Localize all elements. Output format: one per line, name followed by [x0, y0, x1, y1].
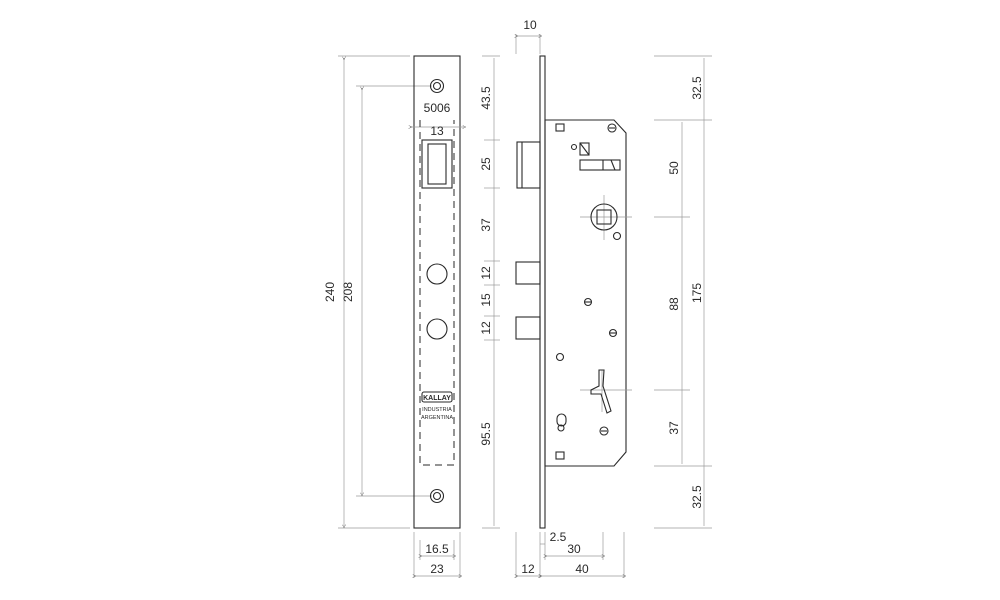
dim-latch-height: 25 — [479, 157, 493, 171]
dim-screw-spacing: 208 — [341, 282, 355, 302]
right-dimensions: 32.5 50 88 175 37 32.5 — [654, 55, 712, 529]
dim-r-cyl-to-bottom: 37 — [667, 421, 681, 435]
lock-side-view: 10 — [516, 18, 632, 578]
latch-opening — [421, 139, 453, 189]
logo-line-1: INDUSTRIA — [422, 407, 452, 413]
dim-bottom: 95.5 — [479, 422, 493, 446]
dim-latch-width: 13 — [430, 124, 444, 138]
bottom-screw-hole — [429, 488, 445, 504]
dim-latch-to-bolt: 37 — [479, 218, 493, 232]
dim-body-depth: 40 — [575, 562, 589, 576]
logo-line-2: ARGENTINA — [421, 415, 453, 421]
bolt-hole-lower — [426, 318, 448, 340]
faceplate-edge — [539, 55, 546, 529]
left-dimensions: 240 208 — [323, 55, 432, 529]
bolt-hole-upper — [426, 263, 448, 285]
dim-face-thickness: 12 — [521, 562, 535, 576]
dim-bolt1-height: 12 — [479, 266, 493, 280]
dim-r-spindle-to-cyl: 88 — [667, 297, 681, 311]
dim-r-bottom: 32.5 — [690, 485, 704, 509]
top-screw-hole — [429, 78, 445, 94]
deadbolt-lower — [515, 316, 541, 340]
spindle-hub — [590, 203, 618, 231]
dim-offset-small: 2.5 — [550, 530, 567, 544]
dim-bolt2-height: 12 — [479, 321, 493, 335]
cylinder-cam — [590, 369, 612, 414]
dim-r-latch-to-spindle: 50 — [667, 161, 681, 175]
latch-mechanism — [579, 159, 621, 171]
middle-dimensions: 43.5 25 37 12 15 12 95.5 — [479, 55, 500, 529]
dim-r-body: 175 — [690, 283, 704, 303]
dim-total-height: 240 — [323, 282, 337, 302]
dim-r-top: 32.5 — [690, 76, 704, 100]
latch-bolt — [516, 141, 541, 189]
dim-top-to-latch: 43.5 — [479, 86, 493, 110]
svg-text:KALLAY: KALLAY — [423, 395, 451, 402]
lock-case — [544, 119, 627, 467]
brand-logo — [421, 391, 453, 403]
dim-face-inner-width: 16.5 — [425, 542, 449, 556]
dim-top-label: 10 — [523, 18, 537, 32]
model-number: 5006 — [424, 101, 451, 115]
dim-face-width: 23 — [430, 562, 444, 576]
dim-bolt-gap: 15 — [479, 293, 493, 307]
faceplate-front-view: 5006 13 KALLAY INDUSTRIA ARGENTINA 16.5 … — [410, 55, 464, 578]
deadbolt-upper — [515, 261, 541, 285]
dim-backset: 30 — [567, 542, 581, 556]
